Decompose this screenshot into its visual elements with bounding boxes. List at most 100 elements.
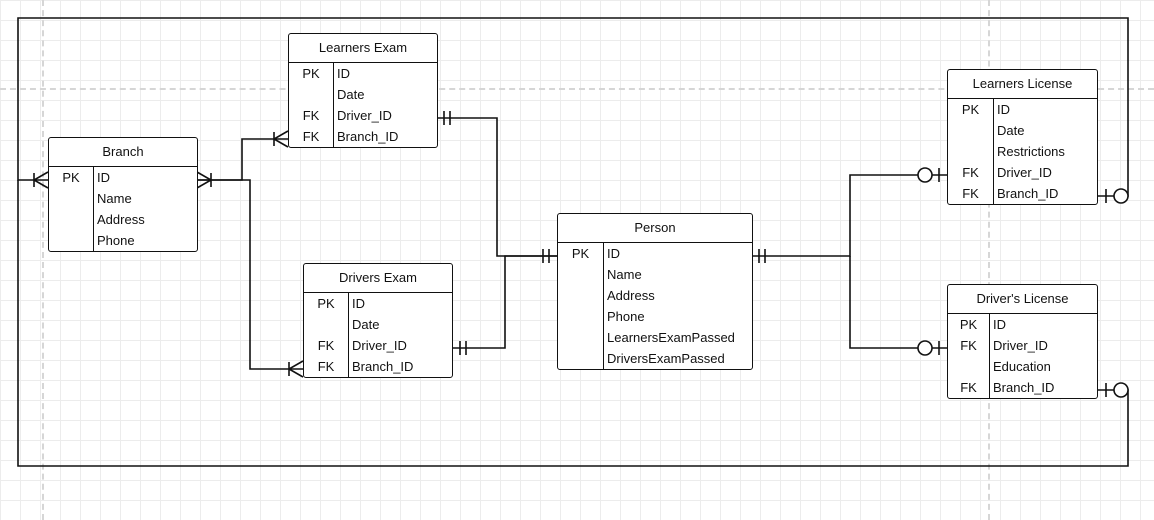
attribute-name: Branch_ID [337,129,399,144]
relationship-drivers-license-branch[interactable] [17,180,1129,467]
attribute-name: DriversExamPassed [607,351,725,366]
connector-line [752,174,947,257]
key-label: PK [959,317,978,332]
attribute-name: Branch_ID [997,186,1059,201]
attribute-row[interactable]: Date [304,314,452,335]
key-label: FK [960,380,977,395]
key-label: FK [962,186,979,201]
entity-body: PK ID Name Address Phone [49,167,197,251]
attribute-name: Address [97,212,145,227]
attribute-row[interactable]: Education [948,356,1097,377]
entity-drivers-exam[interactable]: Drivers Exam PK ID Date FK Driver_ID FK Bra… [303,263,453,378]
key-label: PK [961,102,980,117]
attribute-row[interactable]: LearnersExamPassed [558,327,752,348]
attribute-name: ID [607,246,620,261]
column-divider [993,99,994,204]
entity-title: Learners Exam [288,34,438,63]
relationship-learners-exam-person[interactable] [437,111,557,263]
relationship-branch-drivers-exam[interactable] [197,179,304,378]
attribute-name: Branch_ID [352,359,414,374]
attribute-name: Branch_ID [993,380,1055,395]
attribute-name: Phone [607,309,645,324]
attribute-name: Education [993,359,1051,374]
column-divider [603,243,604,369]
attribute-row[interactable]: PK ID [948,99,1097,120]
one-mandatory-icon [758,249,766,263]
connector-line [849,256,947,349]
attribute-name: Date [997,123,1025,138]
key-label: FK [302,108,320,123]
attribute-row[interactable]: Name [558,264,752,285]
relationship-person-learners-license[interactable] [752,167,947,263]
attribute-row[interactable]: PK ID [289,63,437,84]
zero-circle-icon [917,167,933,183]
key-label: FK [317,338,335,353]
column-divider [333,63,334,147]
attribute-row[interactable]: FK Driver_ID [304,335,452,356]
relationship-person-drivers-license[interactable] [849,256,947,356]
entity-learners-license[interactable]: Learners License PK ID Date Restrictions … [947,69,1098,205]
key-label: FK [317,359,335,374]
key-label: PK [62,170,80,185]
attribute-name: ID [97,170,110,185]
attribute-row[interactable]: FK Driver_ID [948,335,1097,356]
connector-line [437,117,557,257]
zero-circle-icon [1113,382,1129,398]
key-label: FK [960,338,977,353]
attribute-row[interactable]: Address [558,285,752,306]
one-mandatory-icon [459,341,467,355]
key-label: PK [571,246,590,261]
attribute-row[interactable]: Restrictions [948,141,1097,162]
attribute-name: LearnersExamPassed [607,330,735,345]
attribute-row[interactable]: PK ID [304,293,452,314]
attribute-row[interactable]: DriversExamPassed [558,348,752,369]
attribute-row[interactable]: Phone [558,306,752,327]
attribute-name: ID [352,296,365,311]
attribute-row[interactable]: Date [948,120,1097,141]
column-divider [93,167,94,251]
one-mandatory-icon [443,111,451,125]
key-label: PK [317,296,335,311]
attribute-row[interactable]: FK Branch_ID [948,377,1097,398]
attribute-name: ID [997,102,1010,117]
entity-title: Person [557,214,753,243]
connector-line [197,179,303,370]
connector-line [452,255,557,349]
relationship-drivers-exam-person[interactable] [452,255,557,355]
attribute-row[interactable]: Date [289,84,437,105]
attribute-name: Name [97,191,132,206]
attribute-row[interactable]: PK ID [558,243,752,264]
entity-body: PK ID Name Address Phone LearnersExamPass… [558,243,752,369]
entity-title: Drivers Exam [303,264,453,293]
relationship-learners-license-branch[interactable] [17,17,1129,204]
attribute-row[interactable]: Phone [49,230,197,251]
attribute-row[interactable]: FK Branch_ID [948,183,1097,204]
attribute-name: Driver_ID [352,338,407,353]
entity-title: Driver's License [947,285,1098,314]
attribute-row[interactable]: FK Driver_ID [289,105,437,126]
attribute-name: Driver_ID [337,108,392,123]
key-label: FK [962,165,979,180]
entity-person[interactable]: Person PK ID Name Address Phone LearnersE… [557,213,753,370]
attribute-name: ID [337,66,350,81]
attribute-row[interactable]: Name [49,188,197,209]
attribute-name: Date [337,87,365,102]
zero-circle-icon [1113,188,1129,204]
key-label: PK [302,66,320,81]
attribute-name: Driver_ID [993,338,1048,353]
attribute-row[interactable]: PK ID [49,167,197,188]
attribute-name: Address [607,288,655,303]
attribute-row[interactable]: FK Branch_ID [304,356,452,377]
attribute-row[interactable]: Address [49,209,197,230]
entity-title: Learners License [947,70,1098,99]
crow-foot-many-icon [287,360,304,378]
